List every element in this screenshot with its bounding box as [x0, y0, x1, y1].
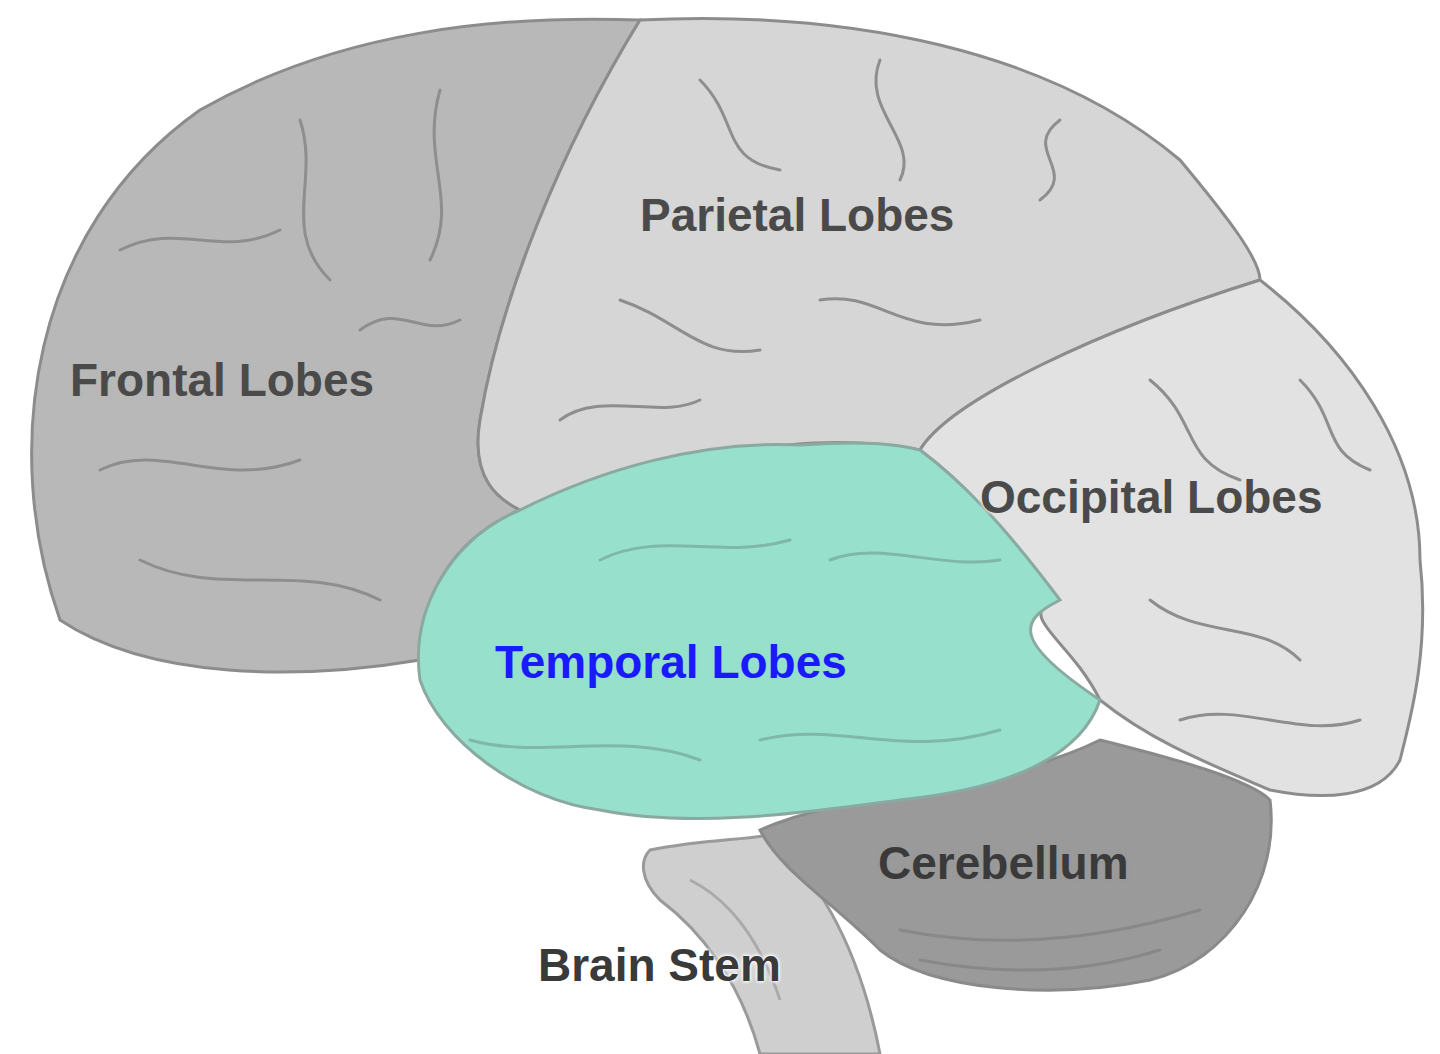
lobe-label: Parietal Lobes	[640, 190, 954, 241]
temporal-gyri	[470, 540, 1000, 760]
part-label: Brain Stem	[538, 940, 781, 991]
part-label: Cerebellum	[878, 838, 1129, 889]
lobe-label: Frontal Lobes	[70, 355, 374, 406]
lobe-label: Occipital Lobes	[980, 472, 1323, 523]
cerebellum-folds	[900, 910, 1200, 970]
lobe-label: Temporal Lobes	[495, 637, 847, 688]
